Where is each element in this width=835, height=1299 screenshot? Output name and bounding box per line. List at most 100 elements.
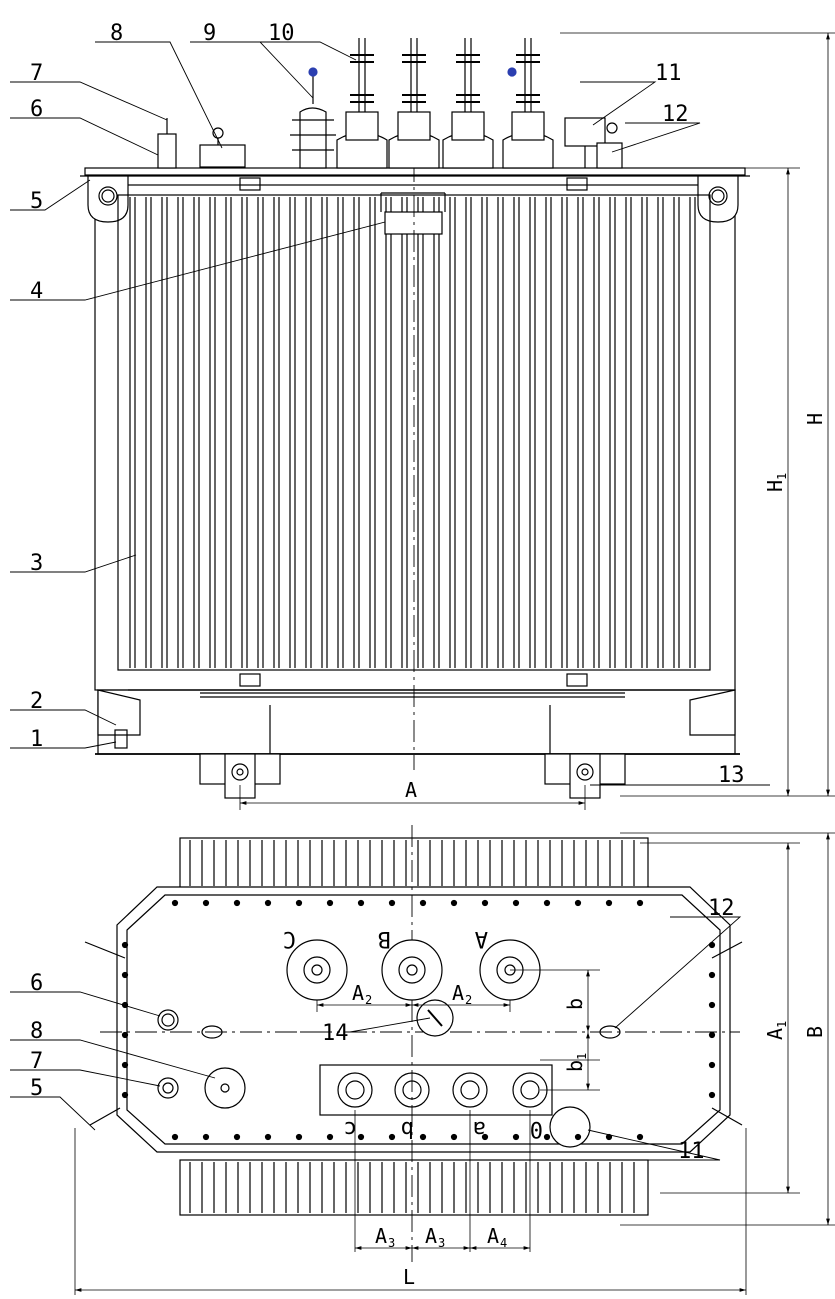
oil-level-indicator xyxy=(157,133,177,169)
callout-labels-top: 6 8 7 5 12 11 14 xyxy=(30,896,735,1164)
bolt xyxy=(121,1061,129,1069)
dim-label-L: L xyxy=(403,1265,415,1289)
svg-text:3: 3 xyxy=(438,1236,445,1250)
bolt xyxy=(388,1133,396,1141)
bolt xyxy=(264,1133,272,1141)
lifting-lug-right xyxy=(697,175,739,223)
dim-label-A2-left: A 2 xyxy=(352,981,372,1007)
gas-relay-plan-8 xyxy=(204,1067,246,1109)
dim-label-b1: b 1 xyxy=(563,1053,589,1072)
bolt xyxy=(636,1133,644,1141)
callout-top-12: 12 xyxy=(708,896,735,921)
bushing-4 xyxy=(502,38,554,169)
bolt xyxy=(450,1133,458,1141)
svg-text:A: A xyxy=(375,1224,387,1248)
top-radiator-fins xyxy=(189,840,635,1213)
tank-cover xyxy=(84,167,746,176)
callout-6: 6 xyxy=(30,97,43,122)
dim-label-H1: H 1 xyxy=(763,473,789,492)
dim-label-A: A xyxy=(405,778,417,802)
bolt xyxy=(512,899,520,907)
bolt xyxy=(481,1133,489,1141)
callout-top-5: 5 xyxy=(30,1076,43,1101)
bolt xyxy=(171,1133,179,1141)
callout-9: 9 xyxy=(203,21,216,46)
bushing-group xyxy=(336,38,554,169)
bolt xyxy=(708,971,716,979)
bolt xyxy=(708,941,716,949)
gas-relay xyxy=(199,127,246,168)
lifting-lug-left xyxy=(87,175,129,223)
bolt xyxy=(450,899,458,907)
dim-label-A4: A 4 xyxy=(487,1224,507,1250)
radiator-bank-bottom xyxy=(179,1159,649,1216)
bolt xyxy=(481,899,489,907)
svg-text:A: A xyxy=(487,1224,499,1248)
bolt xyxy=(121,1091,129,1099)
dim-label-A3-left: A 3 xyxy=(375,1224,395,1250)
callout-7: 7 xyxy=(30,61,43,86)
bolt xyxy=(574,1133,582,1141)
hv-insulator-9 xyxy=(290,74,336,169)
bolt xyxy=(233,899,241,907)
callout-3: 3 xyxy=(30,551,43,576)
lv-bushing-b xyxy=(394,1072,430,1108)
callout-top-11: 11 xyxy=(678,1139,705,1164)
thermometer-plan-left xyxy=(201,1025,223,1039)
hv-bushing-B xyxy=(381,939,443,1001)
bolt xyxy=(326,899,334,907)
callout-labels-front: 1 2 3 4 5 6 7 8 9 10 11 12 13 xyxy=(30,21,745,788)
callout-1: 1 xyxy=(30,727,43,752)
junction-box xyxy=(564,117,606,147)
bolt xyxy=(202,899,210,907)
hv-label-C: C xyxy=(283,926,296,951)
svg-text:1: 1 xyxy=(775,1021,789,1028)
hv-label-B: B xyxy=(378,926,391,951)
lv-label-a: a xyxy=(473,1116,486,1141)
dim-label-b: b xyxy=(563,998,587,1010)
callout-top-7: 6 xyxy=(30,971,43,996)
callout-5: 5 xyxy=(30,189,43,214)
bushing-2 xyxy=(388,38,440,169)
bolt xyxy=(388,899,396,907)
svg-text:b: b xyxy=(563,1060,587,1072)
bolt xyxy=(543,899,551,907)
radiator-fins xyxy=(129,197,696,668)
dim-label-B: B xyxy=(803,1026,827,1038)
tank-body xyxy=(94,184,736,691)
bushing-1 xyxy=(336,38,388,169)
callout-2: 2 xyxy=(30,689,43,714)
box-11-plan xyxy=(549,1106,591,1148)
bolt xyxy=(512,1133,520,1141)
bolt xyxy=(708,1061,716,1069)
thermometer-plan-12 xyxy=(599,1025,621,1039)
tap-changer-14 xyxy=(416,999,454,1037)
svg-text:A: A xyxy=(352,981,364,1005)
lv-terminal-labels: c b a 0 xyxy=(344,1116,543,1141)
svg-text:H: H xyxy=(763,480,787,492)
callout-11: 11 xyxy=(655,61,682,86)
bolt xyxy=(121,1031,129,1039)
svg-text:A: A xyxy=(425,1224,437,1248)
bolt xyxy=(357,899,365,907)
callout-12: 12 xyxy=(662,102,689,127)
svg-text:1: 1 xyxy=(775,473,789,480)
leader-lines-top xyxy=(10,916,742,1161)
svg-text:2: 2 xyxy=(365,993,372,1007)
dim-label-A1: A 1 xyxy=(763,1021,789,1040)
thermometer-pocket xyxy=(596,122,623,169)
nameplate xyxy=(384,211,443,235)
dim-label-A2-right: A 2 xyxy=(452,981,472,1007)
bolt xyxy=(121,941,129,949)
bushing-3 xyxy=(442,38,494,169)
svg-text:4: 4 xyxy=(500,1236,507,1250)
lv-bushing-c xyxy=(337,1072,373,1108)
bolt xyxy=(295,899,303,907)
fitting-6 xyxy=(157,1077,179,1099)
hv-label-A: A xyxy=(475,926,488,951)
hv-terminal-labels: C B A xyxy=(283,926,488,951)
callout-13: 13 xyxy=(718,763,745,788)
lv-label-c: c xyxy=(344,1116,357,1141)
front-view xyxy=(10,32,835,810)
